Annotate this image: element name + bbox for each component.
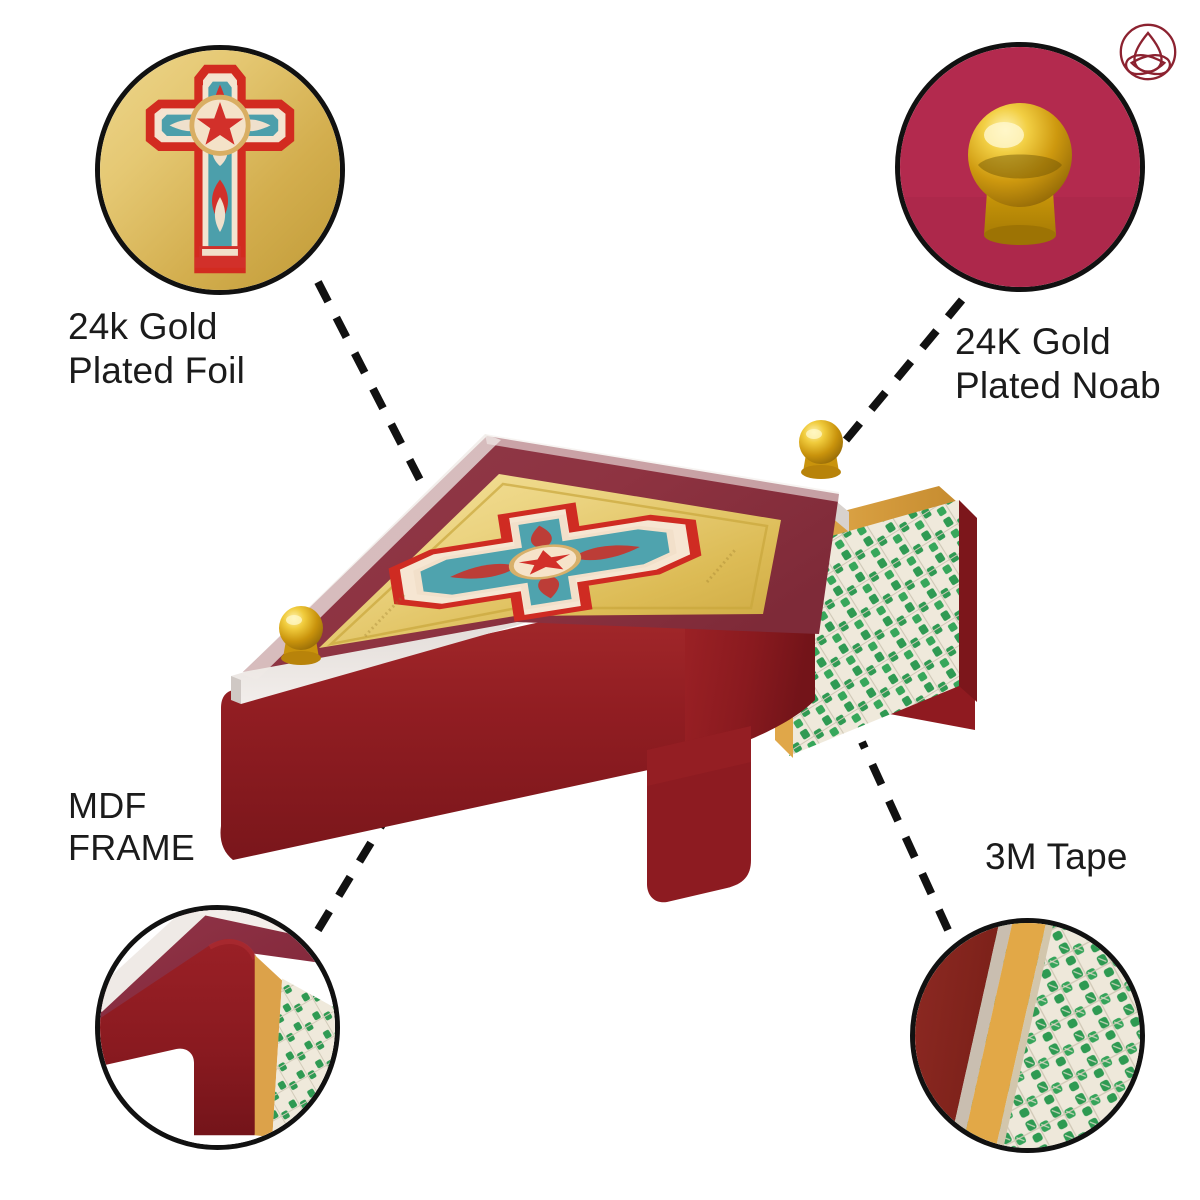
foil-micro-text xyxy=(363,549,737,638)
mdf-frame-corner-closeup-icon xyxy=(100,910,335,1145)
knob-top-right xyxy=(799,420,843,479)
detail-bubble-mdf-frame[interactable] xyxy=(95,905,340,1150)
green-plaid-adhesive-tape-closeup-icon xyxy=(915,923,1140,1148)
tilted-cross-plaque-svg xyxy=(220,420,977,903)
detail-bubble-gold-knob[interactable] xyxy=(895,42,1145,292)
ornate-cross-on-gold-foil-icon xyxy=(100,50,340,290)
callout-label-mdf-frame: MDF FRAME xyxy=(68,785,195,869)
tape-panel xyxy=(789,500,959,756)
brand-logo xyxy=(1114,18,1182,86)
detail-bubble-3m-tape[interactable] xyxy=(910,918,1145,1153)
callout-label-gold-foil: 24k Gold Plated Foil xyxy=(68,306,246,391)
callout-label-3m-tape: 3M Tape xyxy=(985,836,1128,877)
detail-bubble-gold-foil[interactable] xyxy=(95,45,345,295)
gold-foil-panel xyxy=(319,474,781,648)
ornate-cross-foil-emblem xyxy=(388,502,702,622)
gold-dome-knob-closeup-icon xyxy=(900,47,1140,287)
product-illustration xyxy=(215,390,1005,920)
callout-label-gold-knob: 24K Gold Plated Noab xyxy=(955,321,1161,406)
triquetra-trinity-knot-icon xyxy=(1119,23,1177,81)
knob-left xyxy=(279,606,323,665)
